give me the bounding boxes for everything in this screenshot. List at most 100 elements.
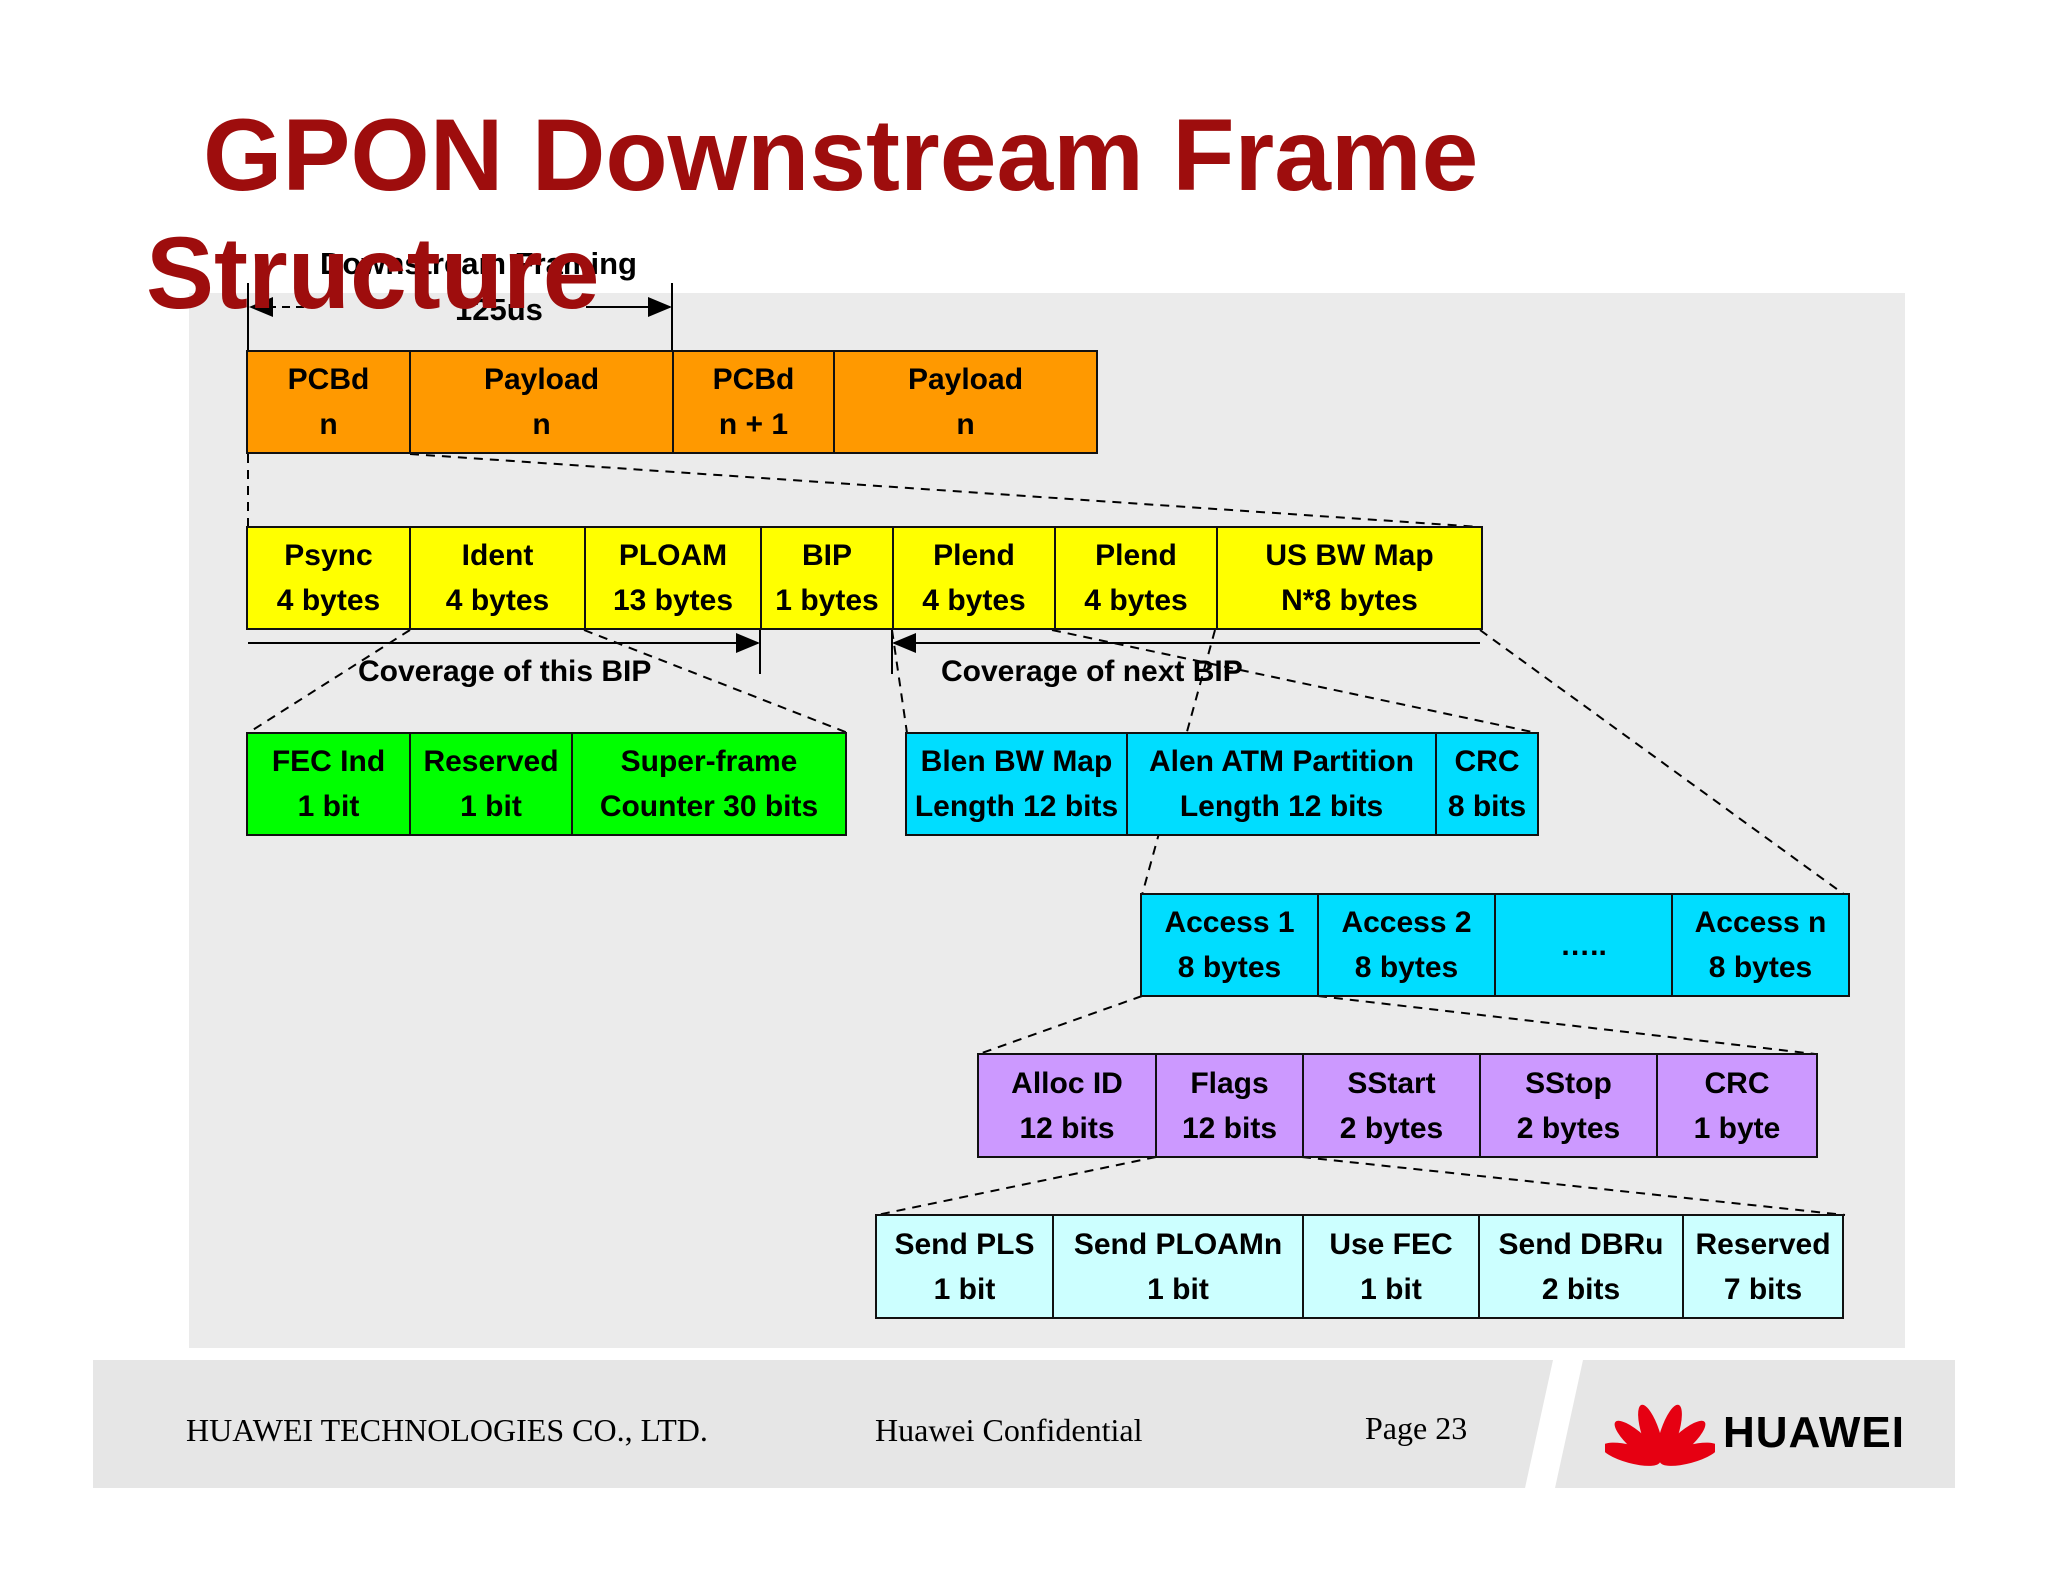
plend-fields-row: Blen BW Map Length 12 bits Alen ATM Part…: [905, 732, 1539, 836]
field-name: PLOAM: [618, 539, 728, 572]
allocation-field: SStop 2 bytes: [1479, 1053, 1658, 1158]
field-name: SStop: [1525, 1066, 1612, 1100]
allocation-field: SStart 2 bytes: [1302, 1053, 1481, 1158]
expand-flags-right: [1301, 1156, 1846, 1216]
field-size: Counter 30 bits: [599, 790, 819, 823]
frame-block: Payload n: [409, 350, 674, 454]
plend-field: CRC 8 bits: [1435, 732, 1539, 836]
field-name: CRC: [1454, 745, 1520, 778]
field-size: 4 bytes: [445, 584, 550, 617]
ident-field: FEC Ind 1 bit: [246, 732, 411, 836]
expand-bwmap-left: [1141, 629, 1216, 896]
allocation-field: Alloc ID 12 bits: [977, 1053, 1157, 1158]
field-name: Alen ATM Partition: [1149, 745, 1414, 778]
pcbd-field: Plend 4 bytes: [892, 526, 1056, 630]
frame-block-index: n: [532, 408, 551, 441]
coverage-next-bip-label: Coverage of next BIP: [941, 655, 1243, 688]
field-name: Send PLS: [894, 1227, 1035, 1261]
frame-block-index: n: [956, 408, 975, 441]
allocation-field: CRC 1 byte: [1656, 1053, 1818, 1158]
flag-bit: Send DBRu 2 bits: [1478, 1214, 1684, 1319]
field-size: 2 bytes: [1339, 1111, 1444, 1145]
frame-block-name: PCBd: [712, 363, 795, 396]
page-title-line-2: Structure: [146, 216, 600, 330]
pcbd-field: Ident 4 bytes: [409, 526, 586, 630]
field-size: 4 bytes: [922, 584, 1026, 617]
field-size: Length 12 bits: [914, 790, 1119, 823]
field-name: SStart: [1347, 1066, 1436, 1100]
field-name: US BW Map: [1265, 539, 1434, 572]
flag-bit: Send PLOAMn 1 bit: [1052, 1214, 1304, 1319]
huawei-flower-icon: [1605, 1404, 1715, 1466]
field-size: 4 bytes: [1084, 584, 1188, 617]
field-name: Access 1: [1164, 906, 1295, 939]
field-size: 1 bit: [1147, 1272, 1209, 1306]
pcbd-field: US BW Map N*8 bytes: [1216, 526, 1483, 630]
field-size: 8 bytes: [1354, 951, 1459, 984]
frame-block-index: n + 1: [718, 408, 789, 441]
frame-block-index: n: [319, 408, 338, 441]
field-size: 7 bits: [1723, 1272, 1803, 1306]
field-name: Use FEC: [1329, 1227, 1453, 1261]
field-size: 4 bytes: [276, 584, 381, 617]
allocation-fields-row: Alloc ID 12 bits Flags 12 bits SStart 2 …: [977, 1053, 1818, 1158]
field-name: Super-frame: [620, 745, 798, 778]
page-title-line-1: GPON Downstream Frame: [203, 98, 1479, 212]
field-size: 13 bytes: [612, 584, 734, 617]
field-name: Access 2: [1341, 906, 1472, 939]
frame-duration-label: Downstream Framing: [320, 246, 637, 281]
pcbd-field: BIP 1 bytes: [760, 526, 894, 630]
field-size: 12 bits: [1181, 1111, 1278, 1145]
access-entry: Access 1 8 bytes: [1140, 893, 1319, 997]
footer-confidential: Huawei Confidential: [875, 1412, 1143, 1448]
field-size: N*8 bytes: [1281, 584, 1418, 617]
expand-access-right: [1317, 995, 1816, 1055]
field-name: BIP: [801, 539, 852, 572]
frame-block-name: Payload: [907, 363, 1024, 396]
expand-flags-left: [876, 1156, 1157, 1216]
coverage-this-bip-label: Coverage of this BIP: [358, 655, 652, 688]
field-name: Plend: [933, 539, 1015, 572]
field-name: Plend: [1095, 539, 1177, 572]
field-name: …..: [1560, 928, 1607, 962]
flag-bit: Reserved 7 bits: [1682, 1214, 1844, 1319]
field-size: 12 bits: [1019, 1111, 1115, 1145]
field-name: Psync: [284, 539, 373, 572]
field-name: Alloc ID: [1011, 1066, 1123, 1100]
huawei-logo: HUAWEI: [1605, 1390, 1915, 1470]
field-name: Blen BW Map: [920, 745, 1113, 778]
pcbd-field: Plend 4 bytes: [1054, 526, 1218, 630]
field-size: 8 bytes: [1177, 951, 1282, 984]
ident-fields-row: FEC Ind 1 bit Reserved 1 bit Super-frame…: [246, 732, 847, 836]
pcbd-fields-row: Psync 4 bytes Ident 4 bytes PLOAM 13 byt…: [246, 526, 1483, 630]
field-size: 1 byte: [1693, 1111, 1781, 1145]
field-size: 2 bits: [1541, 1272, 1621, 1306]
field-name: CRC: [1704, 1066, 1770, 1100]
field-name: Reserved: [1695, 1227, 1831, 1261]
expand-bwmap-right: [1479, 629, 1846, 896]
plend-field: Alen ATM Partition Length 12 bits: [1126, 732, 1437, 836]
field-name: Reserved: [423, 745, 559, 778]
access-entry: …..: [1494, 893, 1673, 997]
field-name: Access n: [1694, 906, 1827, 939]
access-entry: Access 2 8 bytes: [1317, 893, 1496, 997]
flag-bit: Use FEC 1 bit: [1302, 1214, 1480, 1319]
field-size: 1 bit: [1360, 1272, 1422, 1306]
expand-pcbd-right: [409, 453, 1481, 528]
field-size: 1 bit: [297, 790, 360, 823]
access-entries-row: Access 1 8 bytes Access 2 8 bytes ….. Ac…: [1140, 893, 1850, 997]
frame-block: Payload n: [833, 350, 1098, 454]
ident-field: Reserved 1 bit: [409, 732, 573, 836]
pcbd-field: PLOAM 13 bytes: [584, 526, 762, 630]
frame-block-name: Payload: [483, 363, 600, 396]
field-size: 1 bit: [933, 1272, 996, 1306]
huawei-logo-text: HUAWEI: [1723, 1408, 1905, 1457]
field-name: Send PLOAMn: [1073, 1227, 1283, 1261]
flags-bits-row: Send PLS 1 bit Send PLOAMn 1 bit Use FEC…: [875, 1214, 1844, 1319]
expand-plend-right: [1051, 629, 1538, 734]
field-size: 8 bytes: [1708, 951, 1813, 984]
frame-block: PCBd n + 1: [672, 350, 835, 454]
pcbd-field: Psync 4 bytes: [246, 526, 411, 630]
frame-block-name: PCBd: [287, 363, 370, 396]
field-size: 1 bit: [460, 790, 522, 823]
